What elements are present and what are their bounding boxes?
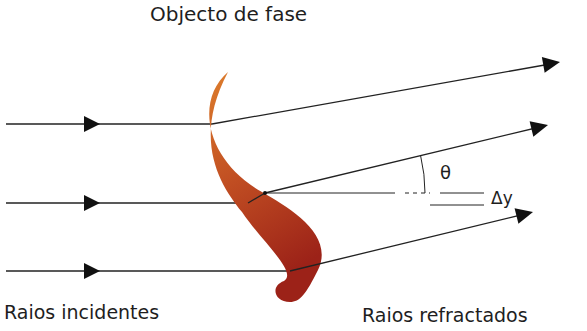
reference-lines (265, 156, 484, 205)
refracted-arrowheads (515, 54, 562, 224)
figure-title: Objecto de fase (150, 3, 307, 26)
offset-symbol: Δy (491, 189, 513, 209)
refracted-rays (212, 63, 556, 271)
refraction-point (263, 191, 267, 195)
angle-symbol: θ (440, 163, 451, 184)
incident-arrowheads (84, 116, 100, 279)
incident-label: Raios incidentes (4, 302, 159, 324)
refracted-label: Raios refractados (362, 305, 528, 327)
